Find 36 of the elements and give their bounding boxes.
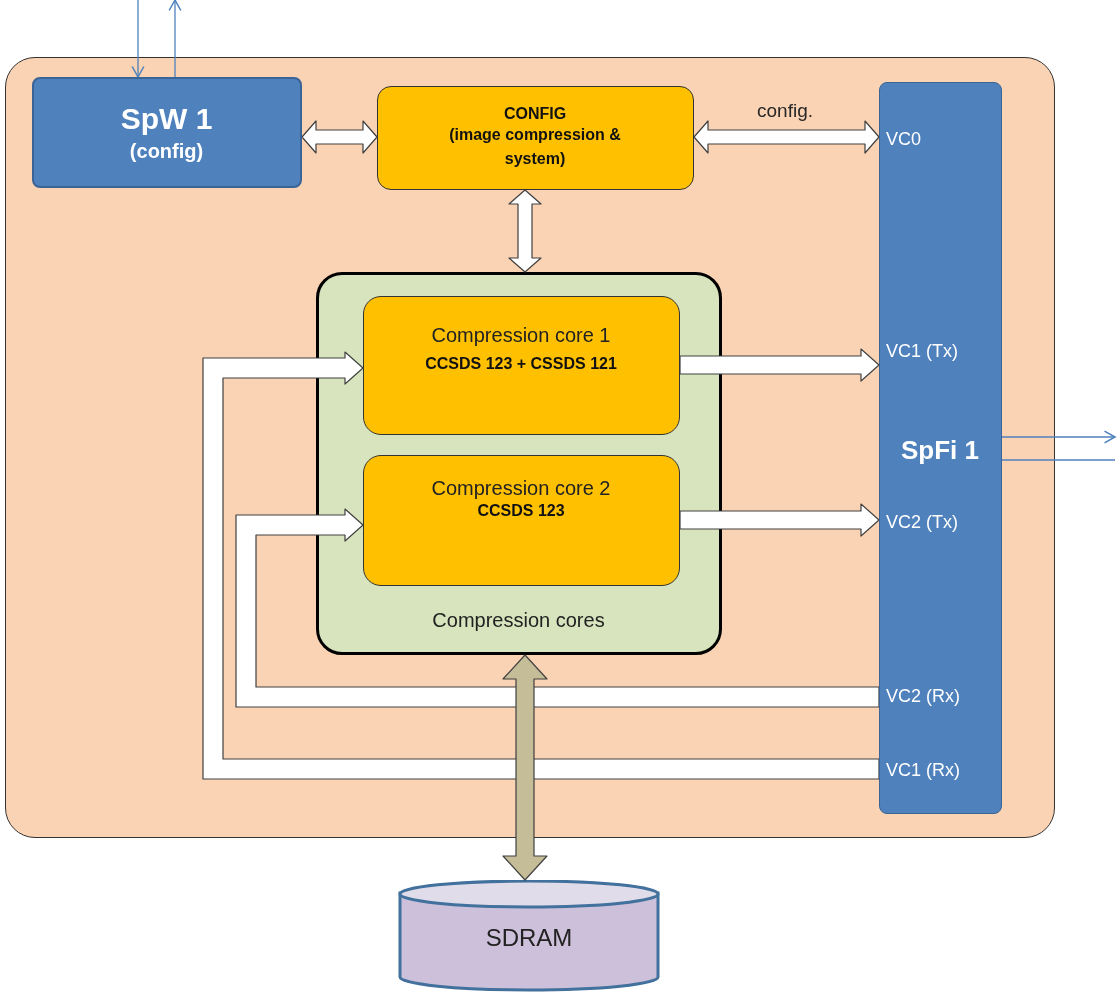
block-title: SpFi 1 [900,434,980,466]
block-arrow [502,654,548,881]
block-arrow [235,508,880,708]
group-title: Compression cores [431,608,606,632]
block-arrow [679,503,880,537]
block-subtitle: (config) [129,139,204,163]
config-block [376,85,694,190]
block-arrow [679,348,880,382]
interface-block [31,76,302,188]
port-label: VC0 [885,128,922,151]
arrow [168,0,182,78]
block-arrow [301,120,378,154]
block-arrow [508,189,542,273]
arrow [1001,430,1116,444]
interface-column [878,81,1002,814]
block-arrow [202,351,880,780]
port-label: VC2 (Tx) [885,511,959,534]
block-title: CONFIG [503,105,567,124]
database-cylinder [398,880,660,992]
port-label: VC2 (Rx) [885,685,961,708]
block-arrow [693,120,880,154]
block-subtitle: CCSDS 123 [477,501,565,520]
storage-label: SDRAM [484,924,574,952]
core-block [362,454,680,586]
signal-line [1001,459,1116,461]
block-title: SpW 1 [120,101,213,136]
block-title: Compression core 2 [431,476,611,500]
arrow [131,0,145,78]
port-label: VC1 (Rx) [885,759,961,782]
core-block [362,295,680,435]
chip-boundary [5,57,1055,838]
block-subtitle: (image compression & system) [448,125,622,169]
block-subtitle: CCSDS 123 + CSSDS 121 [425,354,617,373]
group-container [315,271,722,655]
block-title: Compression core 1 [431,323,611,347]
port-label: VC1 (Tx) [885,340,959,363]
